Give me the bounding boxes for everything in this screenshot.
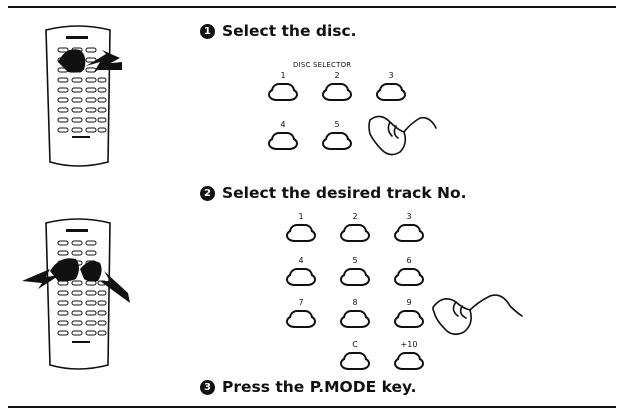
- disc-button-label-2: 2: [334, 71, 340, 80]
- track-key-label-6: 6: [406, 256, 412, 265]
- top-rule: [8, 6, 616, 8]
- track-key-c[interactable]: [340, 352, 370, 370]
- track-key-plus10[interactable]: [394, 352, 424, 370]
- track-key-9[interactable]: [394, 310, 424, 328]
- track-key-label-plus10: +10: [400, 340, 418, 349]
- disc-button-1[interactable]: [268, 83, 298, 101]
- track-key-5[interactable]: [340, 268, 370, 286]
- track-key-label-2: 2: [352, 212, 358, 221]
- step-number-2: 2: [200, 185, 215, 201]
- disc-button-3[interactable]: [376, 83, 406, 101]
- track-key-8[interactable]: [340, 310, 370, 328]
- track-key-label-8: 8: [352, 298, 358, 307]
- disc-selector-caption: DISC SELECTOR: [293, 61, 352, 69]
- step-number-1: 1: [200, 23, 215, 39]
- track-key-label-c: C: [352, 340, 358, 349]
- track-key-4[interactable]: [286, 268, 316, 286]
- remote-control-illustration-2: [22, 218, 130, 370]
- disc-button-label-1: 1: [280, 71, 286, 80]
- disc-button-4[interactable]: [268, 132, 298, 150]
- step-3: 3 Press the P.MODE key.: [200, 378, 417, 396]
- disc-button-2[interactable]: [322, 83, 352, 101]
- track-key-label-1: 1: [298, 212, 304, 221]
- track-key-6[interactable]: [394, 268, 424, 286]
- track-key-2[interactable]: [340, 224, 370, 242]
- track-key-label-3: 3: [406, 212, 412, 221]
- step-1: 1 Select the disc.: [200, 22, 357, 40]
- disc-button-label-3: 3: [388, 71, 394, 80]
- track-key-label-9: 9: [406, 298, 412, 307]
- bottom-rule: [8, 406, 616, 408]
- pointing-hand-icon: [368, 115, 437, 156]
- step-text-2: Select the desired track No.: [222, 184, 467, 202]
- track-key-label-4: 4: [298, 256, 304, 265]
- step-text-1: Select the disc.: [222, 22, 357, 40]
- step-2: 2 Select the desired track No.: [200, 184, 467, 202]
- disc-button-label-5: 5: [334, 120, 340, 129]
- step-text-3: Press the P.MODE key.: [222, 378, 417, 396]
- disc-button-5[interactable]: [322, 132, 352, 150]
- track-key-7[interactable]: [286, 310, 316, 328]
- step-number-3: 3: [200, 379, 215, 395]
- track-key-3[interactable]: [394, 224, 424, 242]
- track-key-label-7: 7: [298, 298, 304, 307]
- disc-button-label-4: 4: [280, 120, 286, 129]
- track-key-label-5: 5: [352, 256, 358, 265]
- remote-control-illustration-1: [45, 25, 122, 167]
- pointing-hand-icon-2: [432, 294, 523, 336]
- track-key-1[interactable]: [286, 224, 316, 242]
